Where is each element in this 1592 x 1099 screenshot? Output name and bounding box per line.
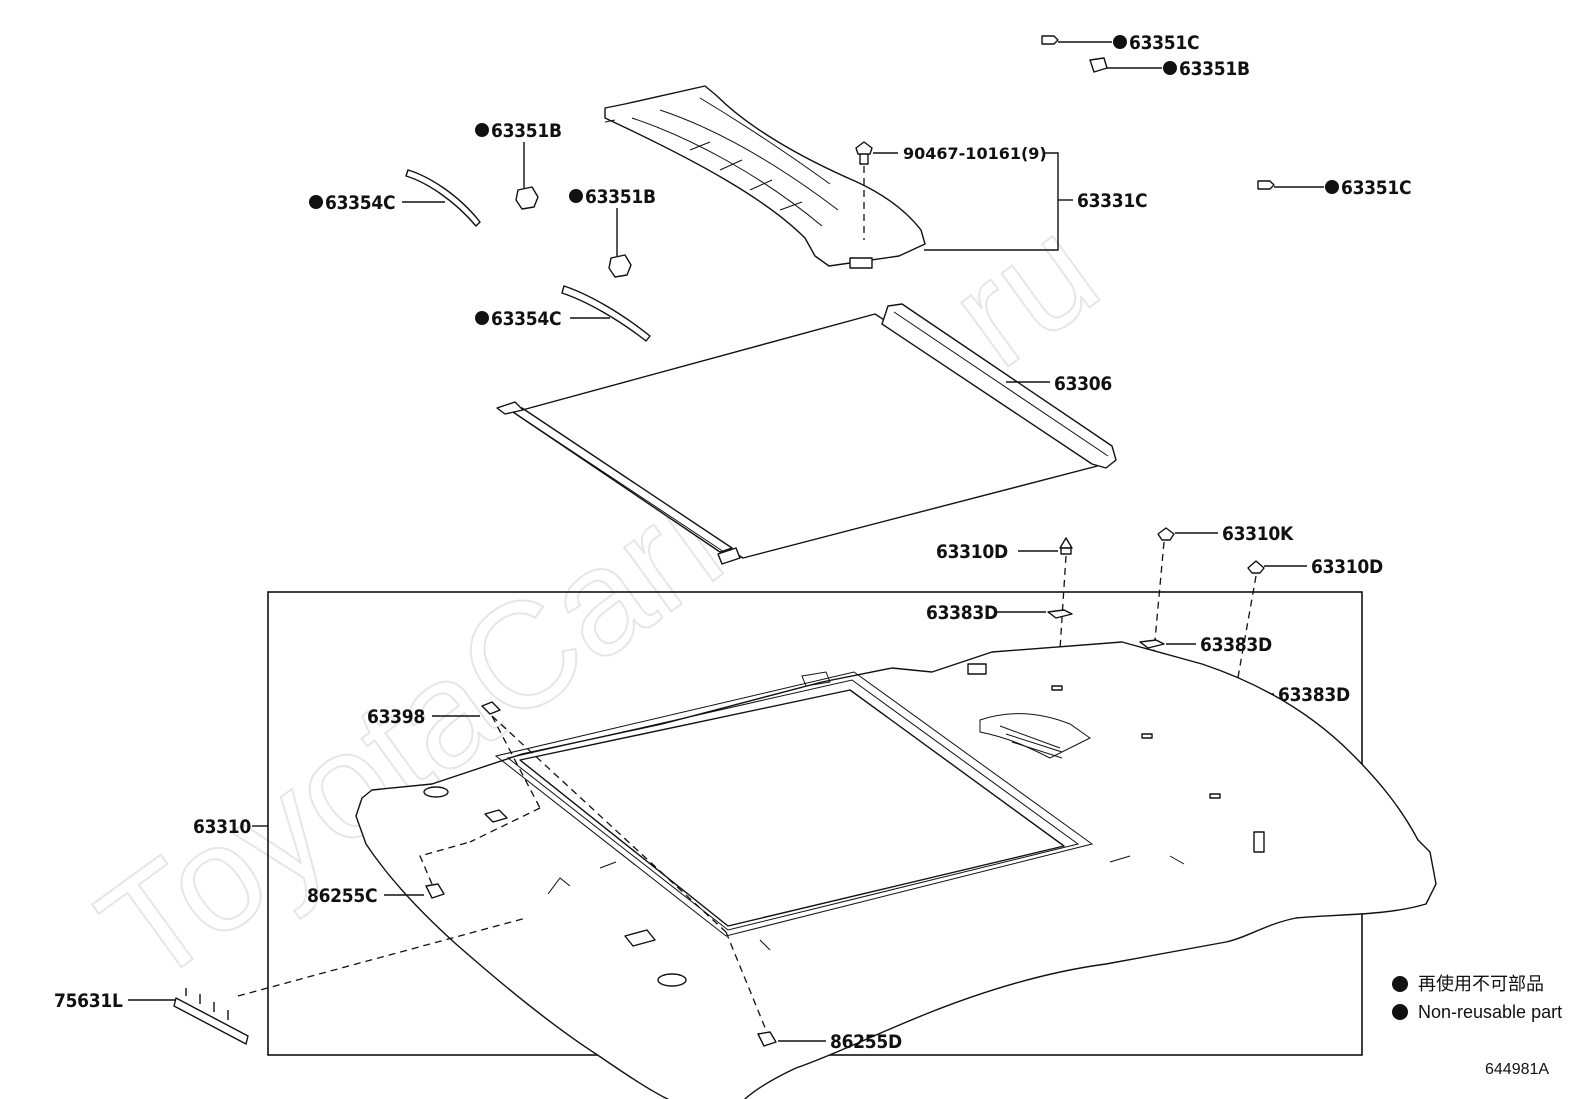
label-63310: 63310 [193,816,251,838]
label-63310d-b: 63310D [1311,556,1383,578]
label-63354c-2: 63354C [491,308,561,330]
label-63383d-b: 63383D [1200,634,1272,656]
reference-code: 644981A [1485,1061,1549,1078]
label-75631l: 75631L [54,990,123,1012]
strip-63354c-2 [561,285,651,342]
label-63354c-1: 63354C [325,192,395,214]
legend-english: Non-reusable part [1418,1002,1562,1022]
pad-63398 [481,701,501,715]
clip-63310d-a [1059,537,1073,555]
clip-90467 [855,141,873,165]
pad-63383d-b [1139,639,1165,649]
label-63351c-top: 63351C [1129,32,1199,54]
label-63351c-right: 63351C [1341,177,1411,199]
pad-63351b-2 [608,254,632,278]
label-63310k: 63310K [1222,523,1294,545]
nonreusable-dot [475,123,489,137]
label-63383d-a: 63383D [926,602,998,624]
label-63310d-a: 63310D [936,541,1008,563]
clip-63310k [1157,527,1175,541]
legend-dot-en [1392,1004,1408,1020]
clip-63310d-b [1247,560,1265,574]
label-86255c: 86255C [307,885,377,907]
legend-japanese: 再使用不可部品 [1418,974,1544,994]
label-63351b-left1: 63351B [491,120,562,142]
label-63351b-top: 63351B [1179,58,1250,80]
label-63398: 63398 [367,706,425,728]
strip-63354c-1 [405,169,481,227]
label-63331c: 63331C [1077,190,1147,212]
pad-63351b-1 [515,186,539,210]
label-63351b-left2: 63351B [585,186,656,208]
clip-63351c-top [1041,35,1127,49]
nut-86255d [757,1031,777,1047]
nut-86255c [425,883,445,899]
bracket-75631l [173,988,249,1045]
nonreusable-dot [475,311,489,325]
label-63383d-c: 63383D [1278,684,1350,706]
trim-panel-63331c [604,85,926,269]
label-63306: 63306 [1054,373,1112,395]
sunshade-63306 [496,303,1117,565]
legend-dot-jp [1392,976,1408,992]
pad-63383d-a [1047,609,1073,619]
clip-63351c-right [1257,180,1339,194]
nonreusable-dot [569,189,583,203]
clip-63351b-top [1089,57,1177,75]
label-86255d: 86255D [830,1031,902,1053]
label-90467: 90467-10161(9) [903,144,1047,163]
nonreusable-dot [309,195,323,209]
